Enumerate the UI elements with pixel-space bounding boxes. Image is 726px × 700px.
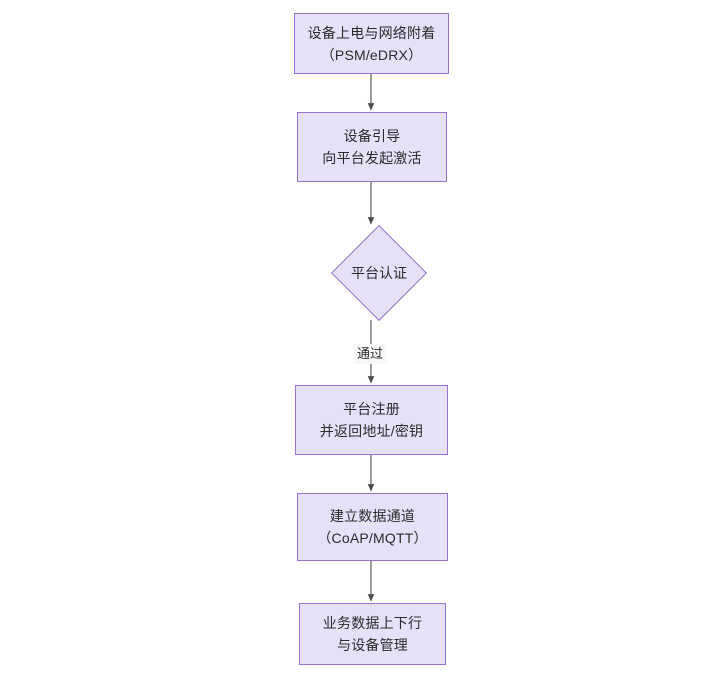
node-label-line: 与设备管理 [337, 637, 408, 653]
node-data-channel[interactable]: 建立数据通道 （CoAP/MQTT） [297, 493, 448, 561]
node-label-line: 设备上电与网络附着 [307, 24, 436, 41]
node-label-line: 建立数据通道 [329, 508, 416, 524]
node-platform-registration[interactable]: 平台注册 并返回地址/密钥 [295, 385, 448, 455]
node-label-line: 平台认证 [351, 265, 407, 281]
node-business-data[interactable]: 业务数据上下行 与设备管理 [299, 603, 446, 665]
node-platform-authentication[interactable]: 平台认证 [324, 224, 434, 322]
node-label-line: （CoAP/MQTT） [317, 530, 428, 546]
node-label-line: 设备引导 [343, 128, 401, 144]
node-device-bootstrap[interactable]: 设备引导 向平台发起激活 [297, 112, 447, 182]
node-device-power-on[interactable]: 设备上电与网络附着 （PSM/eDRX） [294, 13, 449, 74]
edge-label-pass: 通过 [354, 344, 387, 364]
node-label-line: 向平台发起激活 [322, 150, 422, 166]
node-label-line: 并返回地址/密钥 [319, 423, 424, 439]
node-label-line: 平台注册 [343, 401, 400, 417]
node-label-line: 业务数据上下行 [322, 615, 423, 631]
node-label-line: （PSM/eDRX） [320, 46, 423, 63]
